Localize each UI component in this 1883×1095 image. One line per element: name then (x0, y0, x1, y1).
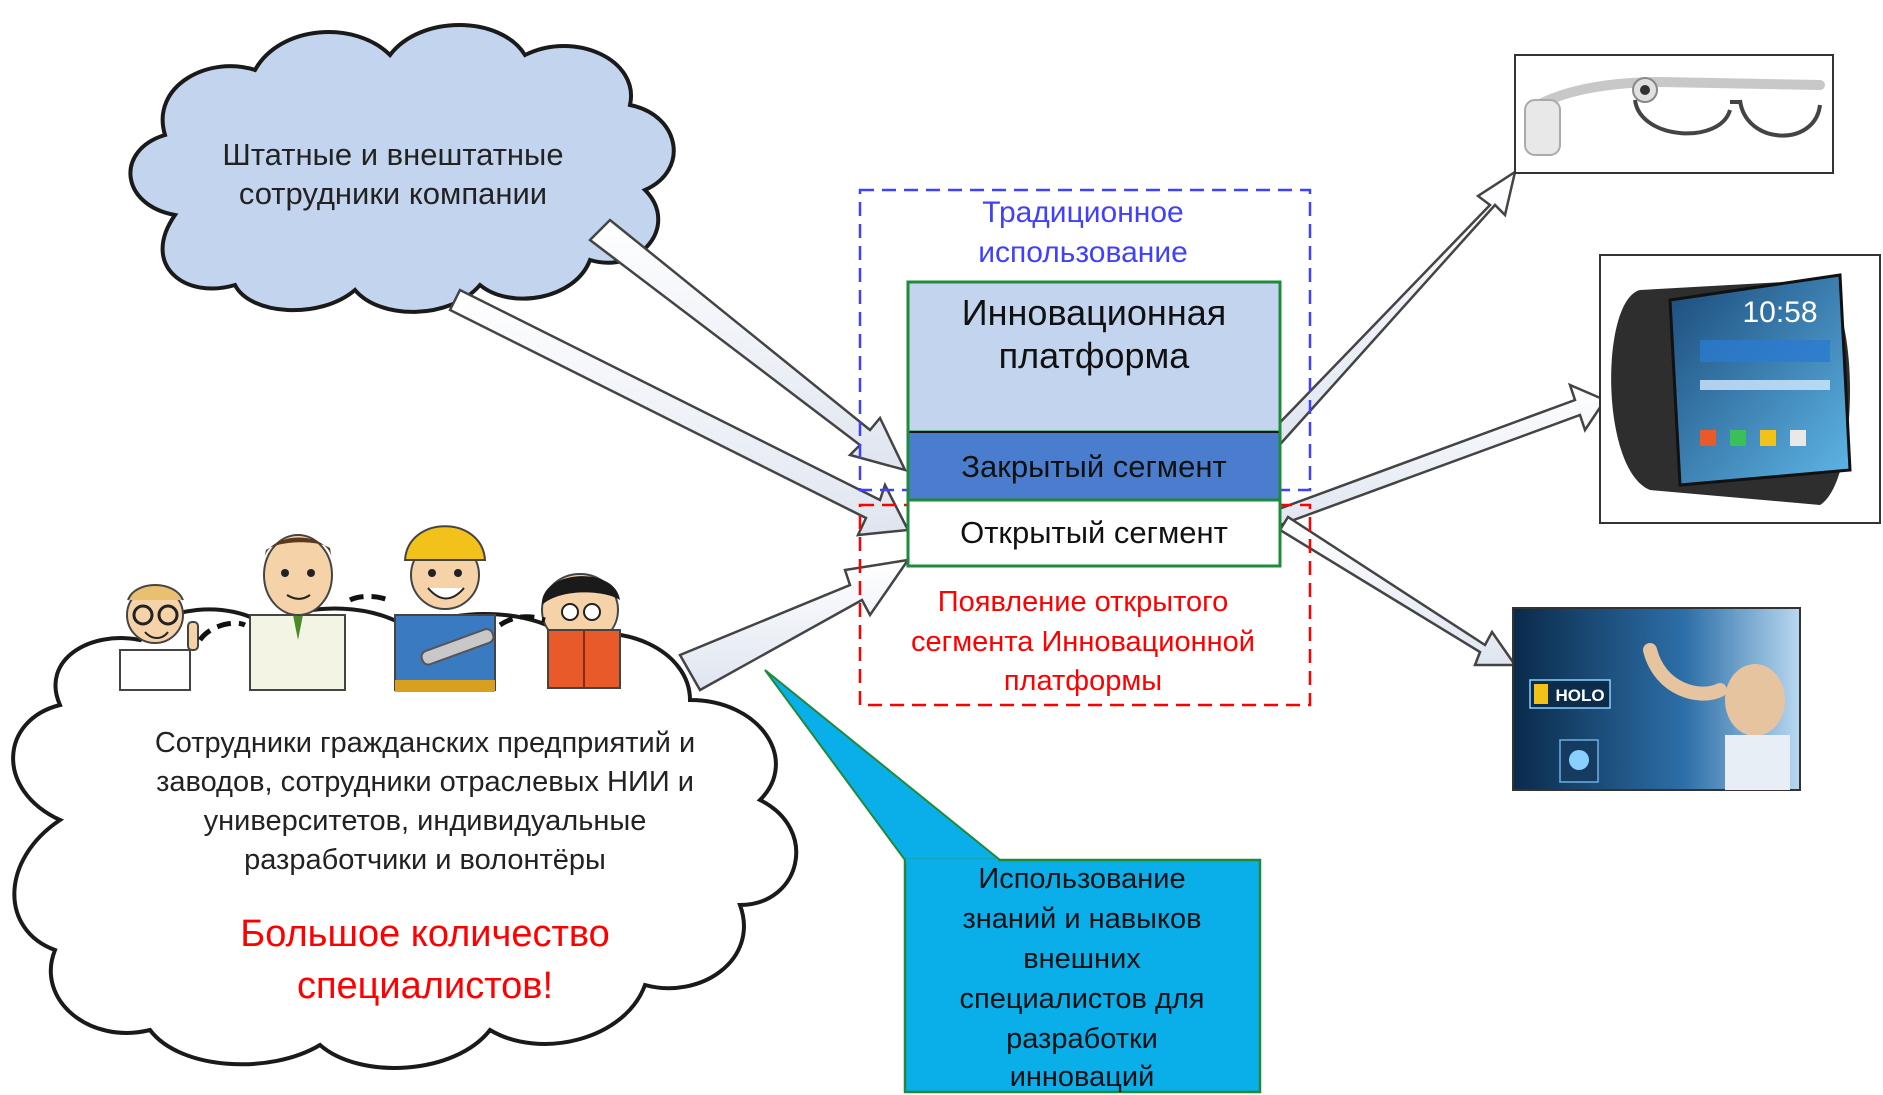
watch-time-text: 10:58 (1742, 296, 1817, 329)
people-group (119, 525, 621, 692)
arrow-staff-to-open (448, 288, 910, 537)
staff-cloud-shape (128, 23, 676, 314)
open-segment-zone: Появление открытого сегмента Инновационн… (858, 503, 1312, 707)
arrow-external-to-open (678, 558, 911, 692)
open-label-line-1: Появление открытого (938, 586, 1228, 618)
innovation-platform: Инновационная платформа Закрытый сегмент… (906, 280, 1282, 568)
people-connector-line (197, 594, 546, 642)
external-cloud-line-2: заводов, сотрудники отраслевых НИИ и (156, 766, 694, 798)
external-specialists-cloud: Сотрудники гражданских предприятий и зав… (11, 606, 799, 1070)
arrow-to-hologram (1278, 515, 1518, 667)
holo-logo-text: HOLO (1555, 686, 1604, 705)
external-cloud-line-4: разработчики и волонтёры (244, 844, 606, 876)
staff-cloud-line-1: Штатные и внештатные (222, 137, 563, 172)
clerk-figure (249, 534, 346, 691)
callout-line-4: специалистов для (960, 983, 1205, 1015)
arrow-staff-to-closed (588, 218, 908, 472)
callout-box (903, 858, 1262, 1094)
callout-line-6: инноваций (1010, 1061, 1155, 1093)
arrow-to-glasses (1263, 169, 1517, 452)
callout-line-1: Использование (978, 863, 1185, 895)
traditional-label-line-2: использование (978, 236, 1188, 269)
scientist-figure (119, 584, 199, 691)
student-figure (541, 573, 621, 689)
closed-segment-label: Закрытый сегмент (961, 449, 1226, 484)
traditional-label-line-1: Традиционное (982, 196, 1183, 229)
incoming-arrows (448, 218, 911, 692)
external-cloud-line-1: Сотрудники гражданских предприятий и (155, 727, 695, 759)
callout-pointer (764, 669, 1003, 861)
open-segment-label: Открытый сегмент (960, 515, 1228, 550)
specialists-highlight-line-2: специалистов! (297, 965, 553, 1007)
callout-line-2: знаний и навыков (962, 903, 1201, 935)
platform-title-line-1: Инновационная (962, 292, 1226, 333)
platform-outline (906, 280, 1282, 568)
outgoing-arrows (1263, 169, 1607, 667)
builder-figure (394, 525, 496, 692)
staff-cloud: Штатные и внештатные сотрудники компании (128, 23, 676, 314)
staff-cloud-line-2: сотрудники компании (239, 176, 547, 211)
flexible-smartwatch-picture: 10:58 (1599, 254, 1881, 524)
open-label-line-2: сегмента Инновационной (911, 626, 1255, 658)
smart-glasses-picture (1514, 54, 1834, 174)
arrow-to-watch (1274, 382, 1607, 527)
callout-line-3: внешних (1023, 943, 1141, 975)
platform-title-line-2: платформа (999, 335, 1191, 376)
callout-line-5: разработки (1006, 1023, 1158, 1055)
knowledge-callout: Использование знаний и навыков внешних с… (764, 669, 1262, 1094)
open-label-line-3: платформы (1004, 665, 1162, 697)
specialists-highlight-line-1: Большое количество (240, 913, 610, 955)
external-cloud-line-3: университетов, индивидуальные (204, 805, 647, 837)
hologram-display-picture: HOLO (1512, 607, 1801, 791)
platform-title-block (906, 280, 1282, 434)
